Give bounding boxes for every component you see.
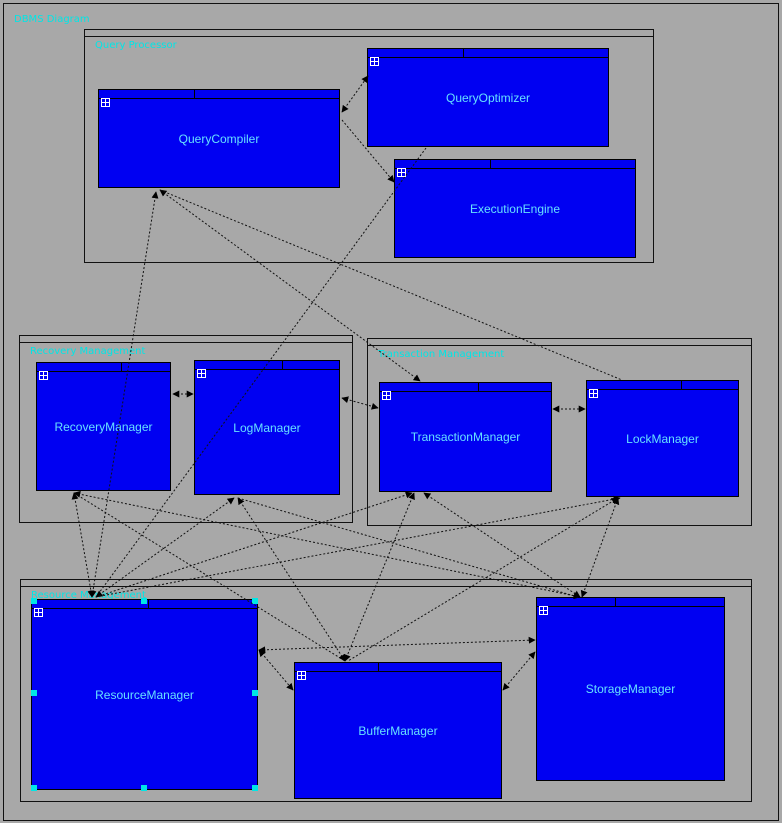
selection-handle[interactable] <box>141 785 147 791</box>
expand-icon[interactable] <box>589 389 598 398</box>
selection-handle[interactable] <box>31 598 37 604</box>
edge[interactable] <box>341 396 379 410</box>
expand-icon[interactable] <box>101 98 110 107</box>
edge[interactable] <box>258 649 294 691</box>
package-label: QueryOptimizer <box>445 90 531 105</box>
edge[interactable] <box>73 492 346 662</box>
edge[interactable] <box>159 189 421 382</box>
package-query-compiler[interactable]: QueryCompiler <box>98 89 340 188</box>
package-label: ResourceManager <box>95 687 194 702</box>
edge[interactable] <box>344 492 415 662</box>
selection-handle[interactable] <box>31 690 37 696</box>
package-log-manager[interactable]: LogManager <box>194 360 340 495</box>
selection-handle[interactable] <box>141 598 147 604</box>
package-label: QueryCompiler <box>178 131 260 146</box>
expand-icon[interactable] <box>297 671 306 680</box>
expand-icon[interactable] <box>39 371 48 380</box>
package-lock-manager[interactable]: LockManager <box>586 380 739 497</box>
package-label: LockManager <box>626 431 699 446</box>
group-label: Recovery Management <box>30 346 146 357</box>
package-label: LogManager <box>233 420 301 435</box>
group-label: Query Processor <box>95 40 177 51</box>
package-query-optimizer[interactable]: QueryOptimizer <box>367 48 609 147</box>
package-label: TransactionManager <box>410 430 521 444</box>
edge[interactable] <box>95 491 413 598</box>
edge[interactable] <box>89 191 159 598</box>
edge[interactable] <box>95 497 235 598</box>
selection-handle[interactable] <box>252 785 258 791</box>
edge[interactable] <box>73 490 581 600</box>
edge[interactable] <box>258 636 536 654</box>
package-storage-manager[interactable]: StorageManager <box>536 597 725 781</box>
edge[interactable] <box>502 651 536 691</box>
package-label: StorageManager <box>585 682 676 696</box>
edge[interactable] <box>159 189 623 381</box>
edge[interactable] <box>347 497 619 662</box>
package-resource-manager[interactable]: ResourceManager <box>31 599 258 790</box>
package-label: ExecutionEngine <box>469 201 561 216</box>
expand-icon[interactable] <box>539 606 548 615</box>
expand-icon[interactable] <box>370 57 379 66</box>
edge[interactable] <box>237 497 346 662</box>
edge[interactable] <box>580 497 620 598</box>
package-buffer-manager[interactable]: BufferManager <box>294 662 502 799</box>
package-label: BufferManager <box>358 723 438 738</box>
edge[interactable] <box>95 495 621 598</box>
selection-handle[interactable] <box>252 690 258 696</box>
expand-icon[interactable] <box>34 608 43 617</box>
edge[interactable] <box>341 75 369 113</box>
diagram-frame: DBMS Diagram <box>3 3 779 821</box>
expand-icon[interactable] <box>382 391 391 400</box>
edge[interactable] <box>71 492 95 598</box>
diagram-title: DBMS Diagram <box>14 14 90 25</box>
group-label: Transaction Management <box>378 349 505 360</box>
edge[interactable] <box>95 147 427 598</box>
edge[interactable] <box>237 497 579 598</box>
selection-handle[interactable] <box>31 785 37 791</box>
package-execution-engine[interactable]: ExecutionEngine <box>394 159 636 258</box>
expand-icon[interactable] <box>397 168 406 177</box>
edge[interactable] <box>341 119 395 183</box>
package-transaction-manager[interactable]: TransactionManager <box>379 382 552 492</box>
edge[interactable] <box>423 492 581 598</box>
